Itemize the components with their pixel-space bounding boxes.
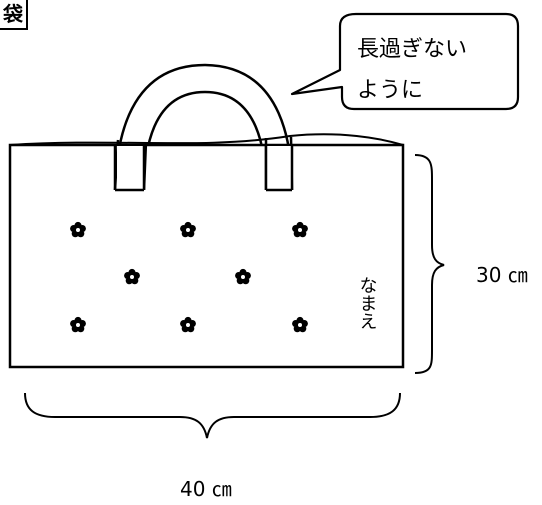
corner-label: 袋 [0, 0, 28, 30]
width-label: 40 ㎝ [180, 477, 232, 500]
height-label: 30 ㎝ [476, 263, 528, 287]
width-brace [24, 392, 401, 439]
speech-bubble-line2: ように [357, 78, 423, 103]
speech-bubble-line1: 長過ぎない [357, 37, 467, 62]
speech-bubble [290, 12, 520, 111]
name-label: なまえ [357, 276, 378, 330]
bag-body [8, 143, 405, 369]
bag-top-seam [9, 133, 404, 146]
height-brace [414, 154, 445, 374]
